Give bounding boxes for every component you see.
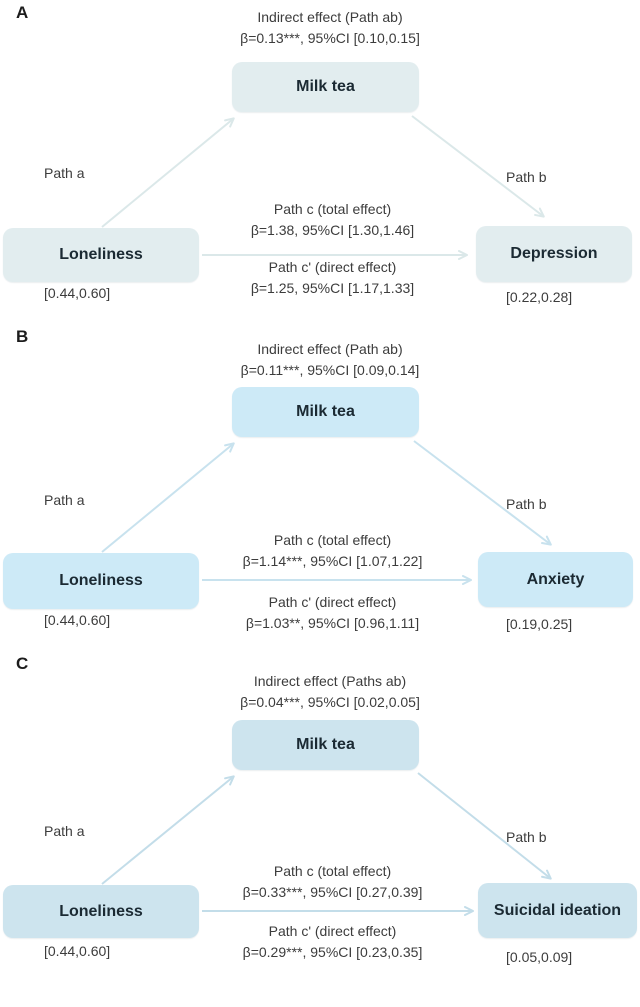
path-c-prime-value: β=1.03**, 95%CI [0.96,1.11] bbox=[245, 615, 420, 631]
path-c-value: β=0.33***, 95%CI [0.27,0.39] bbox=[242, 884, 423, 900]
path-c-prime-note: Path c' (direct effect) β=0.29***, 95%CI… bbox=[210, 921, 455, 963]
mediator-box: Milk tea bbox=[232, 387, 419, 437]
path-c-prime-title: Path c' (direct effect) bbox=[268, 923, 397, 939]
mediator-label: Milk tea bbox=[296, 78, 355, 95]
path-a-ci: [0.44,0.60] bbox=[44, 285, 111, 301]
mediator-box: Milk tea bbox=[232, 720, 419, 770]
panel-b: B Indirect effect (Path ab) β=0.11***, 9… bbox=[0, 320, 640, 640]
mediator-label: Milk tea bbox=[296, 736, 355, 753]
indirect-effect-title: Indirect effect (Paths ab) bbox=[253, 673, 407, 689]
path-c-prime-title: Path c' (direct effect) bbox=[268, 594, 397, 610]
path-c-prime-value: β=0.29***, 95%CI [0.23,0.35] bbox=[242, 944, 423, 960]
predictor-label: Loneliness bbox=[59, 902, 143, 920]
path-c-prime-note: Path c' (direct effect) β=1.25, 95%CI [1… bbox=[210, 257, 455, 299]
predictor-label: Loneliness bbox=[59, 572, 143, 589]
panel-a-arrows bbox=[101, 115, 545, 260]
path-b-arrow bbox=[413, 440, 552, 546]
path-b-arrow bbox=[417, 772, 552, 880]
path-c-title: Path c (total effect) bbox=[273, 863, 392, 879]
indirect-effect-title: Indirect effect (Path ab) bbox=[257, 341, 403, 357]
path-c-prime-value: β=1.25, 95%CI [1.17,1.33] bbox=[250, 280, 415, 296]
predictor-box: Loneliness bbox=[3, 885, 199, 938]
path-a-arrow bbox=[101, 775, 235, 885]
path-c-value: β=1.38, 95%CI [1.30,1.46] bbox=[250, 222, 415, 238]
outcome-label: Depression bbox=[510, 245, 598, 262]
panel-letter: B bbox=[16, 327, 29, 346]
outcome-label: Suicidal ideation bbox=[493, 901, 622, 919]
indirect-effect-note: Indirect effect (Paths ab) β=0.04***, 95… bbox=[170, 671, 490, 713]
path-c-prime-title: Path c' (direct effect) bbox=[268, 259, 397, 275]
indirect-effect-value: β=0.11***, 95%CI [0.09,0.14] bbox=[240, 362, 420, 378]
mediator-label: Milk tea bbox=[296, 403, 355, 420]
path-c-prime-note: Path c' (direct effect) β=1.03**, 95%CI … bbox=[210, 592, 455, 634]
path-b-name: Path b bbox=[506, 496, 547, 512]
predictor-box: Loneliness bbox=[3, 228, 199, 282]
path-b-ci: [0.05,0.09] bbox=[506, 949, 573, 965]
panel-c-arrows bbox=[101, 772, 552, 916]
indirect-effect-note: Indirect effect (Path ab) β=0.11***, 95%… bbox=[170, 339, 490, 381]
panel-letter: A bbox=[16, 3, 29, 22]
outcome-box: Anxiety bbox=[478, 552, 633, 607]
indirect-effect-title: Indirect effect (Path ab) bbox=[257, 9, 403, 25]
path-c-note: Path c (total effect) β=1.14***, 95%CI [… bbox=[210, 530, 455, 572]
outcome-label: Anxiety bbox=[526, 570, 585, 588]
path-a-ci: [0.44,0.60] bbox=[44, 943, 111, 959]
path-b-arrow bbox=[411, 115, 545, 218]
panel-letter: C bbox=[16, 654, 29, 673]
path-c-value: β=1.14***, 95%CI [1.07,1.22] bbox=[242, 553, 423, 569]
indirect-effect-value: β=0.04***, 95%CI [0.02,0.05] bbox=[240, 694, 420, 710]
path-a-ci: [0.44,0.60] bbox=[44, 612, 111, 628]
path-c-note: Path c (total effect) β=1.38, 95%CI [1.3… bbox=[210, 199, 455, 241]
predictor-box: Loneliness bbox=[3, 553, 199, 609]
path-b-ci: [0.22,0.28] bbox=[506, 289, 573, 305]
path-a-name: Path a bbox=[44, 823, 85, 839]
panel-b-arrows bbox=[101, 440, 552, 585]
path-c-title: Path c (total effect) bbox=[273, 201, 392, 217]
path-c-note: Path c (total effect) β=0.33***, 95%CI [… bbox=[210, 861, 455, 903]
path-a-name: Path a bbox=[44, 165, 85, 181]
outcome-box: Depression bbox=[476, 226, 632, 282]
indirect-effect-note: Indirect effect (Path ab) β=0.13***, 95%… bbox=[170, 7, 490, 49]
path-c-title: Path c (total effect) bbox=[273, 532, 392, 548]
path-b-name: Path b bbox=[506, 829, 547, 845]
path-b-ci: [0.19,0.25] bbox=[506, 616, 573, 632]
path-a-name: Path a bbox=[44, 492, 85, 508]
path-a-arrow bbox=[101, 442, 235, 553]
panel-a: A Indirect effect (Path ab) β=0.13***, 9… bbox=[0, 0, 640, 320]
mediator-box: Milk tea bbox=[232, 62, 419, 112]
path-a-arrow bbox=[101, 117, 235, 228]
path-b-name: Path b bbox=[506, 169, 547, 185]
indirect-effect-value: β=0.13***, 95%CI [0.10,0.15] bbox=[240, 30, 420, 46]
panel-c: C Indirect effect (Paths ab) β=0.04***, … bbox=[0, 640, 640, 965]
outcome-box: Suicidal ideation bbox=[478, 883, 637, 938]
predictor-label: Loneliness bbox=[59, 246, 143, 263]
